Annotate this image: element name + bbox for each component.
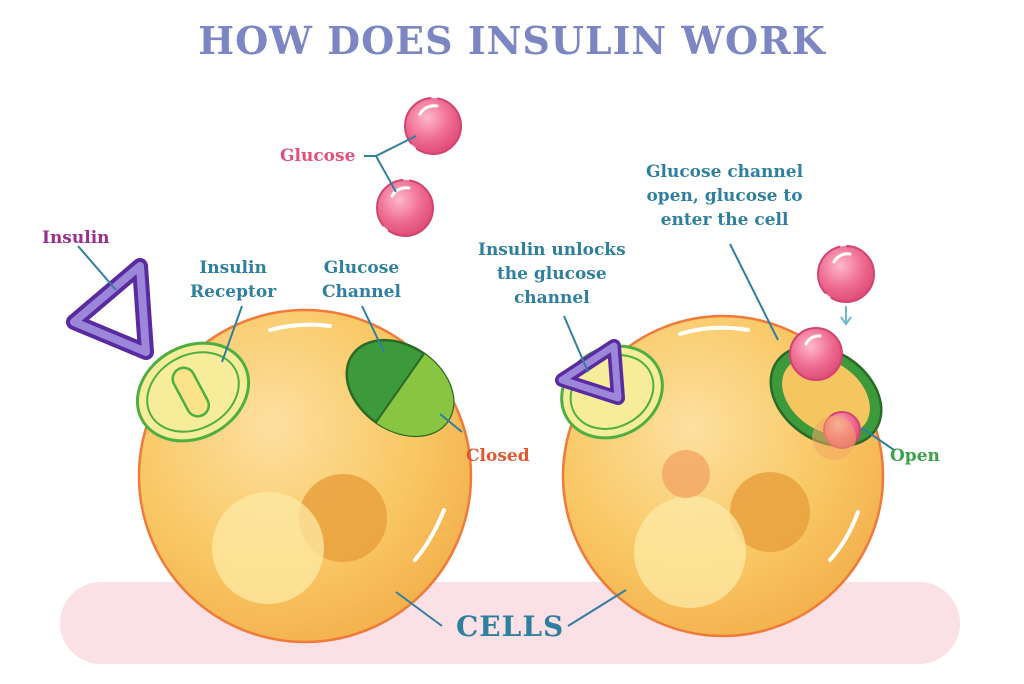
glucose-molecule-icon: [404, 97, 462, 155]
down-arrow-icon: [840, 306, 852, 326]
glucose-entering: [789, 327, 843, 381]
label-insulin: Insulin: [42, 228, 110, 248]
label-channel-open-note: Glucose channel open, glucose to enter t…: [646, 162, 804, 230]
insulin-triangle-icon: [66, 258, 154, 360]
left-glucose-channel-closed: [345, 338, 455, 438]
diagram-title: HOW DOES INSULIN WORK: [198, 18, 826, 63]
label-cells: CELLS: [456, 610, 565, 643]
label-glucose: Glucose: [280, 146, 356, 166]
label-open: Open: [890, 446, 940, 466]
label-closed: Closed: [466, 446, 530, 466]
right-vacuole: [634, 496, 746, 608]
insulin-triangle-icon: [555, 339, 625, 405]
right-nucleus: [730, 472, 810, 552]
absorbed-glucose-2: [812, 416, 856, 460]
glucose-molecule-icon: [376, 179, 434, 237]
left-vacuole: [212, 492, 324, 604]
glucose-molecule-icon: [817, 245, 875, 303]
leader-lines: [77, 135, 895, 627]
label-insulin-receptor: Insulin Receptor: [190, 258, 277, 302]
absorbed-glucose: [662, 450, 710, 498]
left-insulin-receptor: [135, 341, 251, 443]
label-glucose-channel: Glucose Channel: [322, 258, 401, 302]
label-insulin-unlocks: Insulin unlocks the glucose channel: [478, 240, 626, 308]
